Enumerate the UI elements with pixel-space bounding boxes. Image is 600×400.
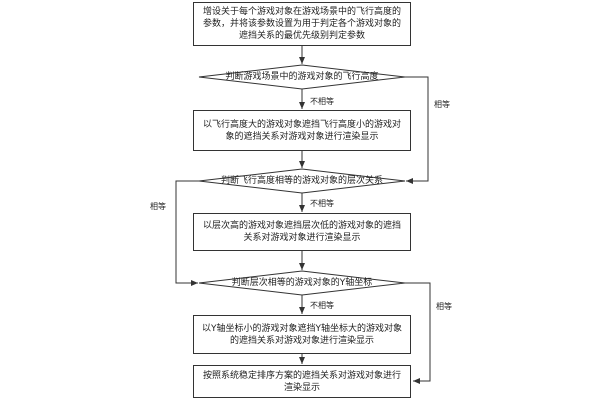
arrow-equal-1 [405, 76, 429, 184]
label-not-equal-1: 不相等 [310, 97, 334, 106]
arrow-equal-2 [175, 180, 199, 286]
step1-box: 增设关于每个游戏对象在游戏场景中的飞行高度的参数，并将该参数设置为用于判定各个游… [193, 2, 411, 46]
step2-text: 以飞行高度大的游戏对象遮挡飞行高度小的游戏对象的遮挡关系对游戏对象进行渲染显示 [202, 119, 401, 142]
label-equal-3: 相等 [436, 302, 452, 311]
label-not-equal-2: 不相等 [310, 199, 334, 208]
step4-box: 以Y轴坐标小的游戏对象遮挡Y轴坐标大的游戏对象的遮挡关系对游戏对象进行渲染显示 [193, 315, 411, 354]
step5-text: 按照系统稳定排序方案的遮挡关系对游戏对象进行渲染显示 [202, 370, 401, 393]
decision3-text: 判断层次相等的游戏对象的Y轴坐标 [231, 278, 373, 288]
step4-text: 以Y轴坐标小的游戏对象遮挡Y轴坐标大的游戏对象的遮挡关系对游戏对象进行渲染显示 [202, 323, 402, 346]
label-equal-2: 相等 [150, 202, 166, 211]
step3-box: 以层次高的游戏对象遮挡层次低的游戏对象的遮挡关系对游戏对象进行渲染显示 [193, 213, 411, 251]
step2-box: 以飞行高度大的游戏对象遮挡飞行高度小的游戏对象的遮挡关系对游戏对象进行渲染显示 [193, 110, 411, 151]
decision1-text: 判断游戏场景中的游戏对象的飞行高度 [225, 72, 379, 82]
step3-text: 以层次高的游戏对象遮挡层次低的游戏对象的遮挡关系对游戏对象进行渲染显示 [202, 221, 401, 243]
arrow-equal-3 [405, 282, 431, 384]
decision2-text: 判断飞行高度相等的游戏对象的层次关系 [220, 176, 383, 186]
step5-box: 按照系统稳定排序方案的遮挡关系对游戏对象进行渲染显示 [193, 365, 411, 398]
label-equal-1: 相等 [434, 100, 450, 109]
label-not-equal-3: 不相等 [310, 301, 334, 310]
step1-text: 增设关于每个游戏对象在游戏场景中的飞行高度的参数，并将该参数设置为用于判定各个游… [202, 7, 401, 41]
